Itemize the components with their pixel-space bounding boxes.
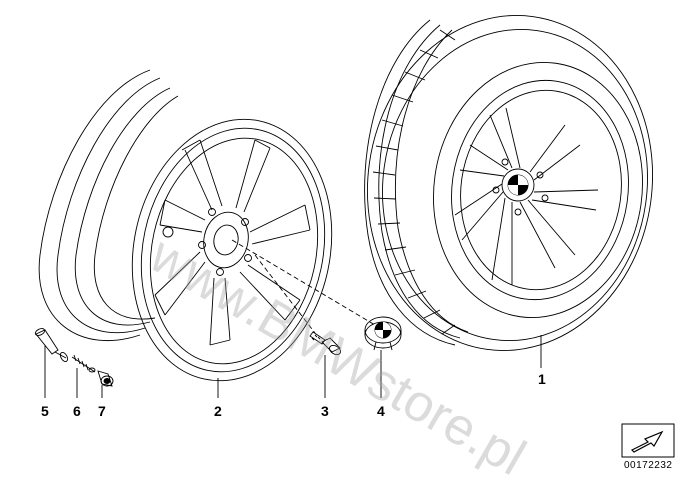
diagram-id: 00172232 [624, 460, 673, 471]
callout-6[interactable]: 6 [73, 403, 81, 419]
callout-3[interactable]: 3 [321, 403, 329, 419]
callout-2[interactable]: 2 [214, 403, 222, 419]
callout-5[interactable]: 5 [41, 403, 49, 419]
callout-7[interactable]: 7 [98, 403, 106, 419]
wheel-bolt[interactable] [309, 331, 342, 356]
callout-4[interactable]: 4 [377, 403, 385, 419]
complete-wheel-with-tyre[interactable] [346, 0, 674, 369]
navigation-arrow-icon[interactable] [621, 423, 675, 458]
valve-cap[interactable] [97, 370, 114, 387]
valve-core[interactable] [71, 354, 96, 373]
callout-1[interactable]: 1 [538, 371, 546, 387]
valve[interactable] [34, 327, 69, 363]
hub-cap[interactable] [364, 316, 402, 351]
wheel-rim[interactable] [38, 69, 355, 399]
bmw-logo-icon [507, 174, 529, 196]
assembly-line-cap [231, 239, 376, 326]
assembly-line-bolt [254, 254, 316, 334]
